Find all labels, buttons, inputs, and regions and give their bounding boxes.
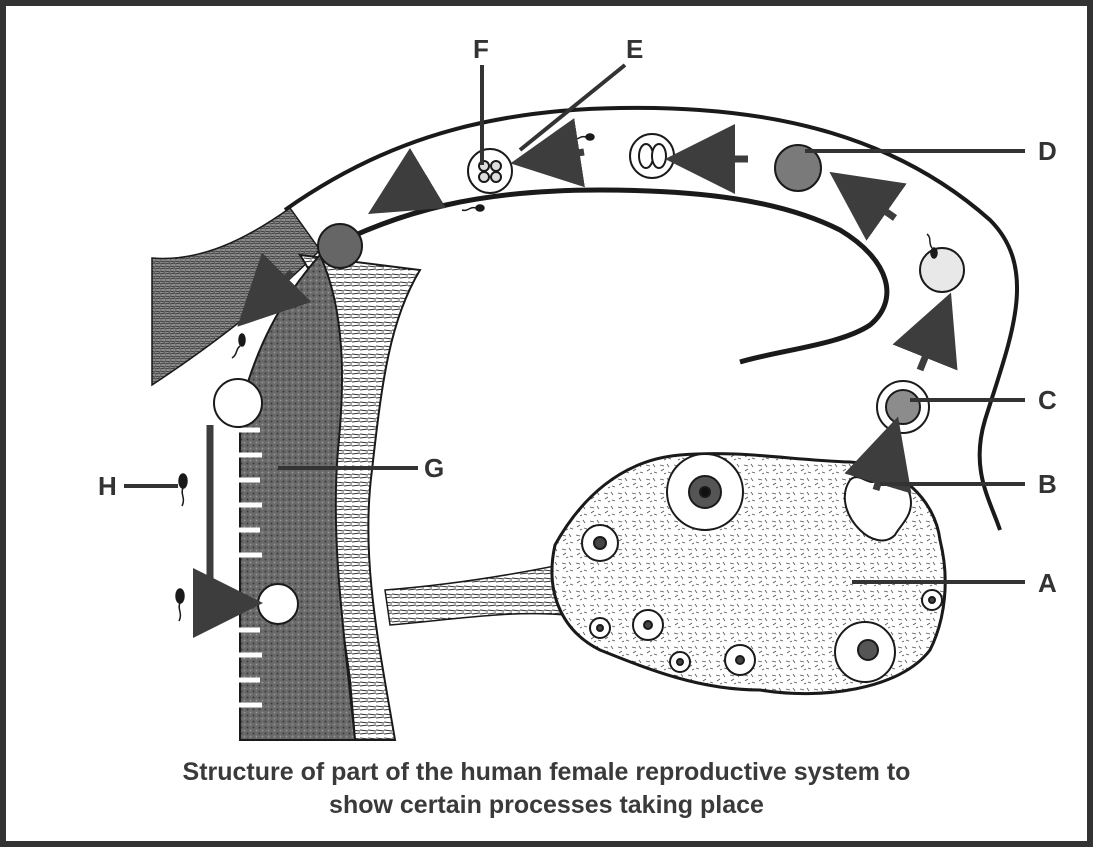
multicell-embryo [468, 149, 512, 193]
diagram-caption: Structure of part of the human female re… [0, 756, 1093, 822]
label-h: H [98, 471, 117, 501]
label-c: C [1038, 385, 1057, 415]
morula [318, 224, 362, 268]
label-a: A [1038, 568, 1057, 598]
label-g: G [424, 453, 444, 483]
label-e: E [626, 34, 643, 64]
blastocyst [214, 379, 262, 427]
label-f: F [473, 34, 489, 64]
oocyte-with-sperm [920, 248, 964, 292]
label-d: D [1038, 136, 1057, 166]
implanted-embryo [258, 584, 298, 624]
label-b: B [1038, 469, 1057, 499]
caption-line-1: Structure of part of the human female re… [0, 756, 1093, 789]
caption-line-2: show certain processes taking place [0, 789, 1093, 822]
